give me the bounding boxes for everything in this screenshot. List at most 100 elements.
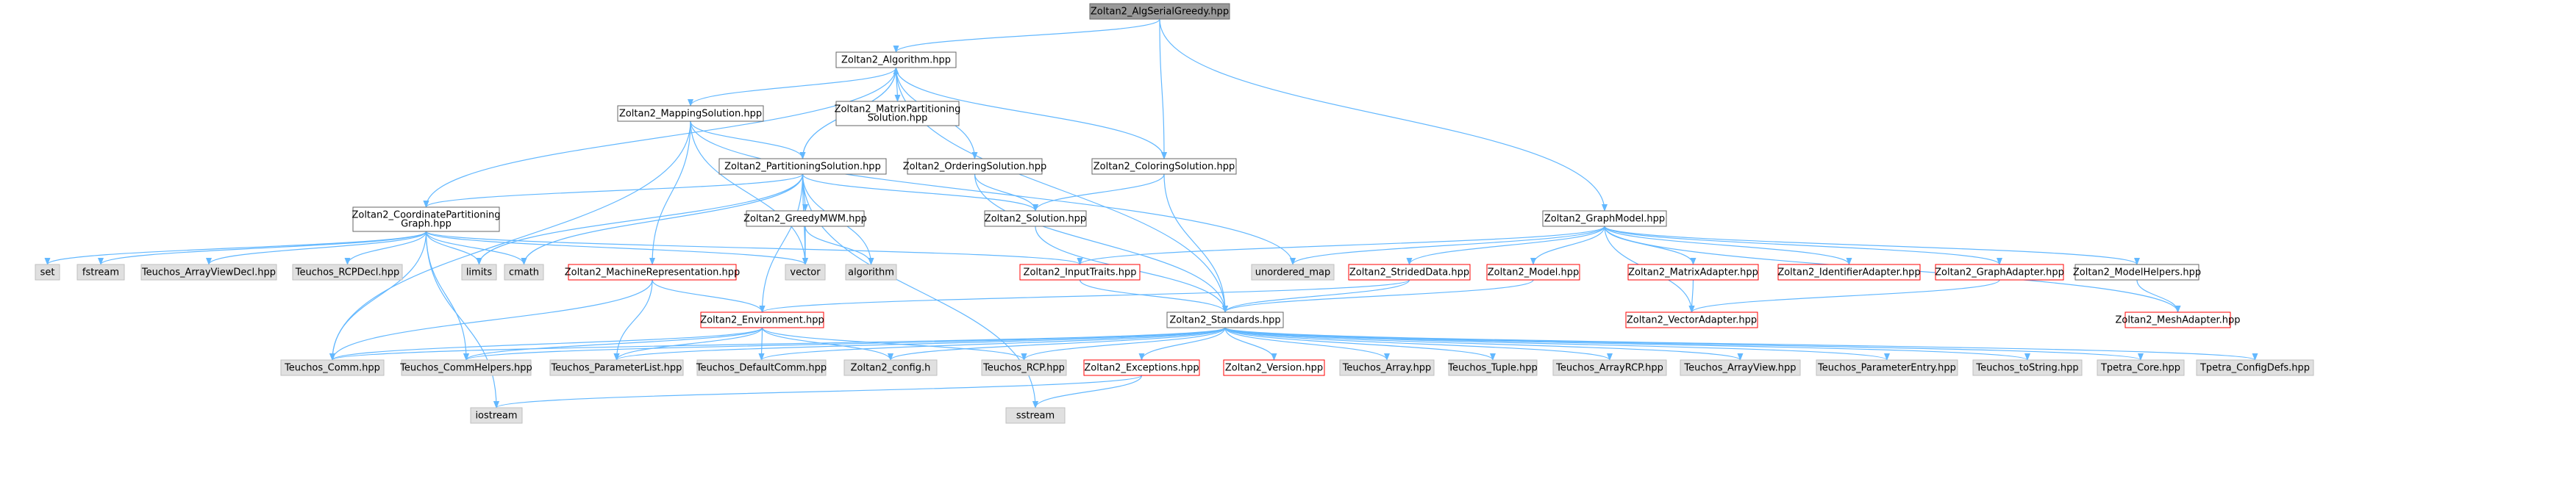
node-label-g21-0: Teuchos_toString.hpp xyxy=(1975,363,2078,374)
node-n7[interactable]: Zoltan2_PartitioningSolution.hpp xyxy=(718,158,887,175)
node-label-n12-0: Zoltan2_MachineRepresentation.hpp xyxy=(565,267,741,278)
node-box-n0 xyxy=(1089,3,1230,20)
node-n16[interactable]: Zoltan2_MatrixAdapter.hpp xyxy=(1627,264,1759,281)
node-n1[interactable]: Zoltan2_Algorithm.hpp xyxy=(835,51,957,68)
node-label-n5-1: Solution.hpp xyxy=(868,113,928,124)
edge-n9-to-g8 xyxy=(804,226,874,265)
node-label-g16-0: Teuchos_Array.hpp xyxy=(1342,363,1432,374)
node-label-g25-0: sstream xyxy=(1016,411,1055,422)
node-g16: Teuchos_Array.hpp xyxy=(1339,359,1435,376)
edge-n7-to-g6 xyxy=(521,173,804,265)
node-n23[interactable]: Zoltan2_Exceptions.hpp xyxy=(1083,359,1200,376)
node-box-g8 xyxy=(845,264,897,281)
node-n11[interactable]: Zoltan2_ModelHelpers.hpp xyxy=(2073,264,2201,281)
node-label-g20-0: Teuchos_ParameterEntry.hpp xyxy=(1817,363,1956,374)
node-n18[interactable]: Zoltan2_GraphAdapter.hpp xyxy=(1935,264,2064,281)
node-label-g2-0: fstream xyxy=(82,267,119,278)
node-g21: Teuchos_toString.hpp xyxy=(1972,359,2083,376)
node-box-g9 xyxy=(1251,264,1335,281)
node-g19: Teuchos_ArrayView.hpp xyxy=(1680,359,1801,376)
node-label-n3-0: Zoltan2_ColoringSolution.hpp xyxy=(1093,162,1235,173)
edge-n6-to-n20 xyxy=(974,173,1228,313)
edge-n7-to-n19 xyxy=(759,173,804,313)
node-box-g22 xyxy=(2097,359,2185,376)
node-box-g15 xyxy=(981,359,1067,376)
node-label-n18-0: Zoltan2_GraphAdapter.hpp xyxy=(1935,267,2064,278)
node-label-n22-0: Zoltan2_MeshAdapter.hpp xyxy=(2115,315,2240,326)
edge-n19-to-g12 xyxy=(613,327,763,361)
node-box-g20 xyxy=(1816,359,1958,376)
node-label-n21-0: Zoltan2_VectorAdapter.hpp xyxy=(1627,315,1757,326)
node-box-n12 xyxy=(568,264,737,281)
node-label-g13-0: Teuchos_DefaultComm.hpp xyxy=(696,363,827,374)
node-label-g11-0: Teuchos_CommHelpers.hpp xyxy=(399,363,532,374)
edge-n20-to-g14 xyxy=(888,327,1226,361)
node-box-g12 xyxy=(549,359,684,376)
node-n4[interactable]: Zoltan2_MappingSolution.hpp xyxy=(617,105,764,122)
edge-n2-to-n15 xyxy=(1530,226,1605,265)
node-n19[interactable]: Zoltan2_Environment.hpp xyxy=(700,311,824,328)
edge-n20-to-g10 xyxy=(329,327,1226,361)
node-box-g5 xyxy=(461,264,497,281)
node-box-n14 xyxy=(1348,264,1471,281)
node-n20[interactable]: Zoltan2_Standards.hpp xyxy=(1166,311,1284,328)
node-box-g2 xyxy=(76,264,125,281)
node-box-n8 xyxy=(352,206,500,232)
edge-n8-to-g7 xyxy=(425,231,808,265)
edge-n20-to-g20 xyxy=(1224,327,1890,361)
node-n6[interactable]: Zoltan2_OrderingSolution.hpp xyxy=(903,158,1046,175)
edge-n12-to-g10 xyxy=(329,279,653,361)
edge-n19-to-g15 xyxy=(761,327,1027,361)
node-n22[interactable]: Zoltan2_MeshAdapter.hpp xyxy=(2115,311,2241,328)
node-label-g12-0: Teuchos_ParameterList.hpp xyxy=(551,363,682,374)
node-box-g10 xyxy=(280,359,385,376)
edge-n14-to-n19 xyxy=(759,279,1410,313)
edge-n20-to-g13 xyxy=(758,327,1226,361)
node-label-g10-0: Teuchos_Comm.hpp xyxy=(284,363,380,374)
node-n9[interactable]: Zoltan2_GreedyMWM.hpp xyxy=(743,210,867,227)
node-box-n6 xyxy=(907,158,1043,175)
node-n17[interactable]: Zoltan2_IdentifierAdapter.hpp xyxy=(1777,264,1921,281)
edge-n2-to-n14 xyxy=(1406,226,1605,265)
node-n12[interactable]: Zoltan2_MachineRepresentation.hpp xyxy=(565,264,741,281)
node-label-g8-0: algorithm xyxy=(848,267,894,278)
edge-n4-to-g7 xyxy=(690,120,808,265)
node-n2[interactable]: Zoltan2_GraphModel.hpp xyxy=(1542,210,1667,227)
node-n13[interactable]: Zoltan2_InputTraits.hpp xyxy=(1019,264,1141,281)
node-label-g1-0: set xyxy=(40,267,55,278)
node-n0[interactable]: Zoltan2_AlgSerialGreedy.hpp xyxy=(1089,3,1230,20)
edge-n7-to-n10 xyxy=(802,173,1038,212)
node-label-n4-0: Zoltan2_MappingSolution.hpp xyxy=(619,109,762,120)
edge-n19-to-g11 xyxy=(463,327,763,361)
edge-n4-to-n12 xyxy=(649,120,691,265)
node-label-n20-0: Zoltan2_Standards.hpp xyxy=(1169,315,1280,326)
node-box-g21 xyxy=(1972,359,2083,376)
node-n21[interactable]: Zoltan2_VectorAdapter.hpp xyxy=(1625,311,1758,328)
edge-n2-to-g9 xyxy=(1290,226,1605,265)
edge-n20-to-g19 xyxy=(1224,327,1744,361)
node-box-n7 xyxy=(718,158,887,175)
node-n3[interactable]: Zoltan2_ColoringSolution.hpp xyxy=(1091,158,1237,175)
edge-n3-to-n10 xyxy=(1032,173,1165,212)
edge-n20-to-g15 xyxy=(1021,327,1226,361)
node-n24[interactable]: Zoltan2_Version.hpp xyxy=(1223,359,1325,376)
node-n10[interactable]: Zoltan2_Solution.hpp xyxy=(984,210,1087,227)
edges-layer xyxy=(44,18,2258,408)
node-n15[interactable]: Zoltan2_Model.hpp xyxy=(1486,264,1580,281)
node-g2: fstream xyxy=(76,264,125,281)
node-box-n19 xyxy=(700,311,824,328)
edge-n2-to-n18 xyxy=(1604,226,2002,265)
node-g5: limits xyxy=(461,264,497,281)
edge-n16-to-n21 xyxy=(1688,279,1695,313)
node-label-g24-0: iostream xyxy=(475,411,517,422)
node-box-g14 xyxy=(843,359,938,376)
node-box-n18 xyxy=(1935,264,2064,281)
edge-n12-to-n19 xyxy=(652,279,766,313)
node-box-g23 xyxy=(2196,359,2314,376)
node-label-g17-0: Teuchos_Tuple.hpp xyxy=(1447,363,1538,374)
node-label-g6-0: cmath xyxy=(509,267,539,278)
node-g14: Zoltan2_config.h xyxy=(843,359,938,376)
node-n14[interactable]: Zoltan2_StridedData.hpp xyxy=(1348,264,1471,281)
